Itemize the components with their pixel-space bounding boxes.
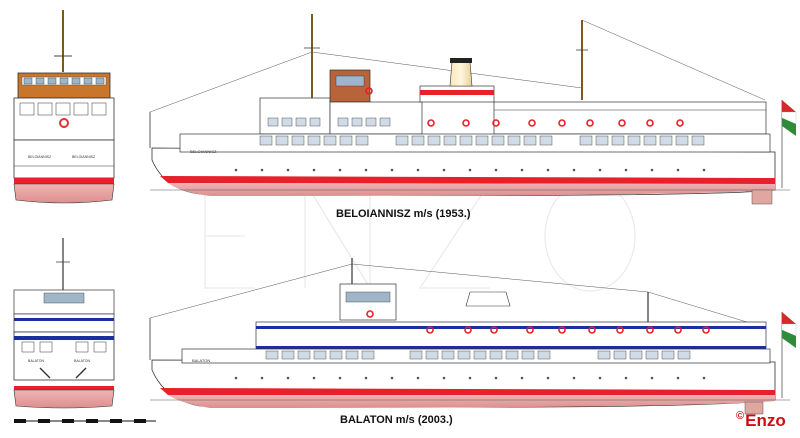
balaton-side-view: BALATON bbox=[149, 258, 790, 415]
beloiannisz-flag bbox=[781, 100, 797, 136]
beloiannisz-caption: BELOIANNISZ m/s (1953.) bbox=[336, 208, 471, 220]
copyright-text: Enzo bbox=[745, 411, 786, 430]
svg-text:BELOIANNISZ: BELOIANNISZ bbox=[72, 155, 96, 159]
copyright-symbol: © bbox=[736, 410, 745, 422]
scale-bar bbox=[14, 419, 156, 423]
svg-text:BELOIANNISZ: BELOIANNISZ bbox=[190, 149, 217, 154]
copyright-mark: ©Enzo bbox=[736, 410, 786, 431]
svg-text:BELOIANNISZ: BELOIANNISZ bbox=[28, 155, 52, 159]
svg-text:BALATON: BALATON bbox=[192, 358, 210, 363]
balaton-caption: BALATON m/s (2003.) bbox=[340, 414, 453, 426]
balaton-stern-view: BALATON BALATON bbox=[13, 238, 115, 409]
watermark bbox=[204, 179, 636, 292]
beloiannisz-stern-view: BELOIANNISZ BELOIANNISZ bbox=[13, 10, 115, 204]
svg-text:BALATON: BALATON bbox=[28, 359, 44, 363]
balaton-flag bbox=[781, 312, 797, 348]
beloiannisz-side-view: BELOIANNISZ bbox=[149, 14, 790, 205]
svg-text:BALATON: BALATON bbox=[74, 359, 90, 363]
